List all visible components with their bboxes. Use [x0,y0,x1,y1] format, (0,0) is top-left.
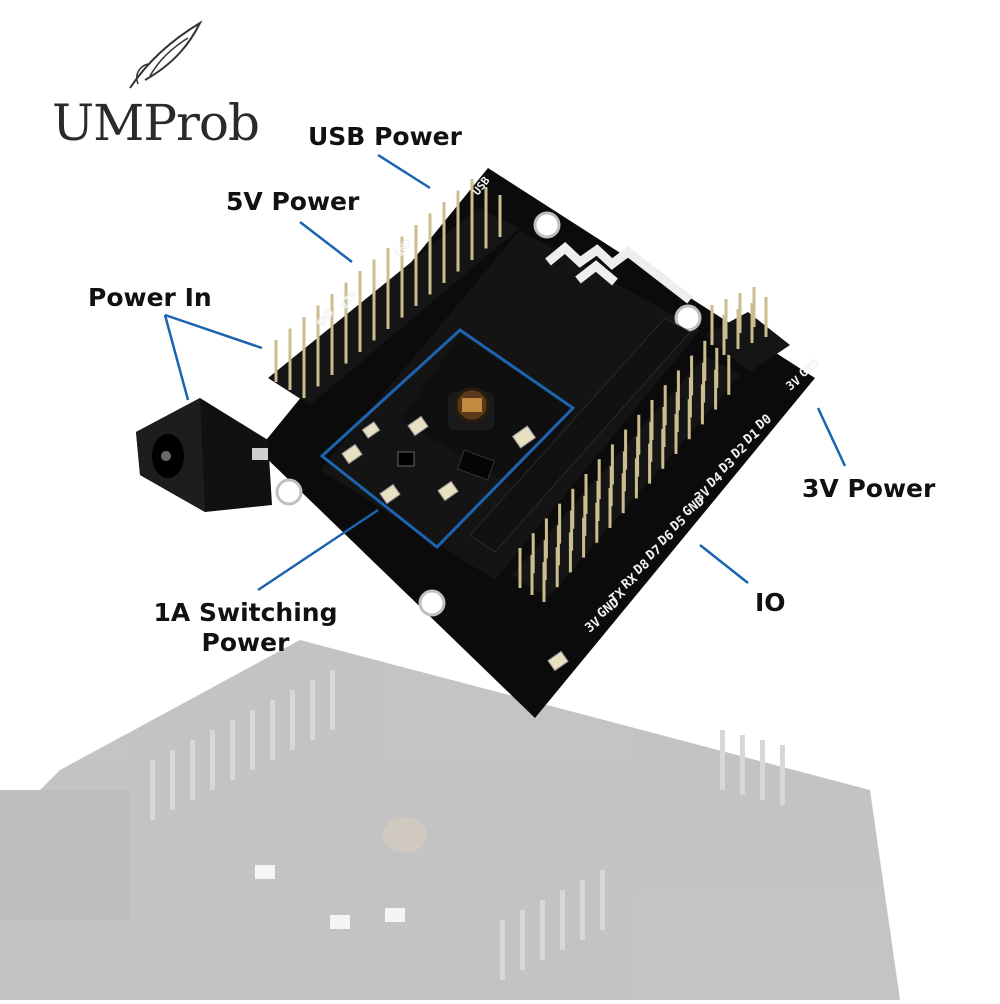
antenna-silk [545,242,693,304]
mounting-hole [674,304,702,332]
usb-power-line [377,153,431,190]
5v-power-label: 5V Power [226,187,360,216]
switching-power-highlight [319,328,576,550]
switching-power-line [257,508,379,592]
brand-logo: UMProb [52,94,260,152]
3v-gnd-header [705,287,790,372]
power-in-line-2 [163,314,190,401]
header-pin-label: GND [392,236,415,260]
switching-power-label-line1: 1A Switching [153,598,338,627]
dc-barrel-jack [136,398,272,512]
switching-power-label: 1A Switching Power [148,598,343,658]
usb-power-label: USB Power [308,122,462,151]
female-header [469,317,691,553]
power-headers [268,179,520,405]
callout-lines [163,153,847,592]
3v-power-label: 3V Power [802,474,936,503]
io-headers [512,340,740,602]
board-reflection [0,640,900,1000]
switching-power-label-line2: Power [201,628,290,657]
switching-components [341,387,569,672]
mounting-hole [418,589,446,617]
3v-power-line [816,407,847,467]
io-line [699,544,749,584]
io-label: IO [755,588,786,617]
power-in-line-1 [164,313,263,350]
5v-power-line [299,221,353,263]
mounting-hole [533,211,561,239]
mounting-hole [275,478,303,506]
power-in-label: Power In [88,283,212,312]
feather-logo-icon [129,20,203,89]
